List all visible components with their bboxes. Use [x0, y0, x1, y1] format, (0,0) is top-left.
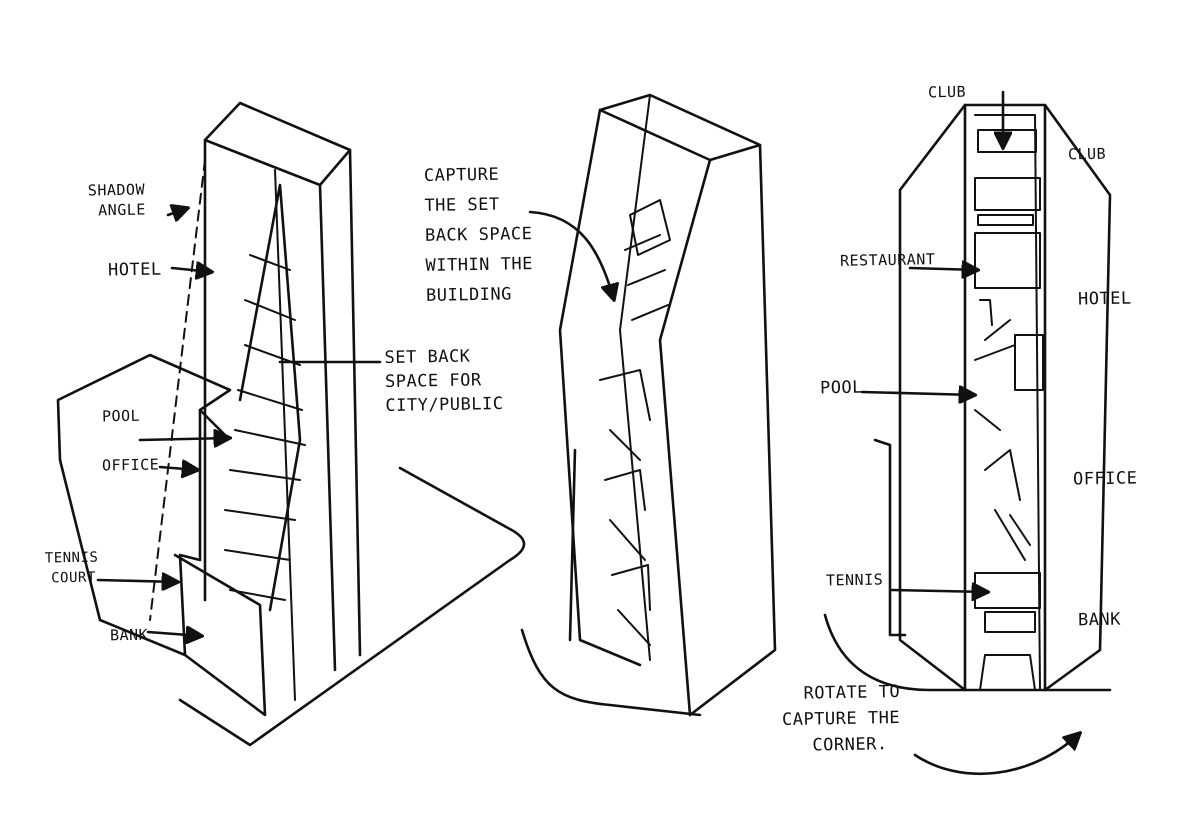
tower-1-front-edge	[318, 183, 337, 672]
label-tennis-court-line-2: COURT	[51, 569, 96, 587]
label-set-back-line-3: CITY/PUBLIC	[385, 393, 504, 417]
site-outline-2	[520, 628, 702, 717]
label-office-1: OFFICE	[101, 455, 160, 475]
label-bank-1: BANK	[109, 625, 149, 645]
tower-2-left-edge	[558, 108, 642, 667]
shadow-angle-line	[149, 159, 206, 621]
label-pool-3: POOL	[819, 377, 864, 399]
arrow-icon	[913, 733, 1080, 776]
label-restaurant: RESTAURANT	[839, 250, 936, 270]
hotel-box	[1014, 334, 1044, 391]
label-pool-1: POOL	[101, 406, 141, 426]
site-outline-1	[178, 466, 526, 747]
tower-2-right-edge	[688, 143, 777, 717]
label-capture-line-2: THE SET	[424, 194, 500, 216]
tower-1-top	[203, 101, 352, 187]
label-capture-line-3: BACK SPACE	[424, 224, 533, 246]
label-office-3: OFFICE	[1072, 468, 1138, 490]
label-set-back-line-2: SPACE FOR	[384, 370, 482, 393]
label-tennis-court: TENNIS COURT	[45, 548, 99, 589]
label-capture-line-4: WITHIN THE	[425, 254, 534, 276]
label-rotate: ROTATE TO CAPTURE THE CORNER.	[781, 679, 901, 759]
label-hotel-1: HOTEL	[107, 259, 162, 281]
label-capture: CAPTURE THE SET BACK SPACE WITHIN THE BU…	[424, 159, 534, 311]
label-rotate-line-2: CAPTURE THE	[781, 707, 901, 731]
label-rotate-line-1: ROTATE TO	[803, 681, 901, 704]
sketch-1-tower	[56, 101, 526, 747]
sketch-3-tower	[823, 90, 1112, 776]
tower-3-outline	[898, 103, 967, 692]
restaurant-box	[974, 232, 1041, 289]
sketch-2-tower	[520, 93, 777, 717]
bank-box	[984, 611, 1036, 633]
label-bank-3: BANK	[1077, 609, 1122, 631]
label-set-back: SET BACK SPACE FOR CITY/PUBLIC	[384, 344, 503, 418]
label-shadow-angle-line-2: ANGLE	[98, 200, 146, 220]
label-shadow-angle: SHADOW ANGLE	[88, 179, 146, 220]
label-tennis-court-line-1: TENNIS	[44, 549, 99, 567]
podium-block-1	[56, 353, 232, 657]
label-club-top: CLUB	[927, 82, 967, 102]
club-box	[977, 129, 1037, 153]
label-tennis-3: TENNIS	[825, 570, 884, 590]
label-rotate-line-3: CORNER.	[812, 734, 888, 756]
label-hotel-3: HOTEL	[1077, 288, 1132, 310]
label-capture-line-5: BUILDING	[425, 284, 513, 306]
tower-2-top	[598, 93, 762, 162]
setback-cut-1	[238, 183, 302, 612]
tower-1-right-edge	[348, 148, 362, 657]
site-outline-3	[823, 613, 1112, 692]
label-shadow-angle-line-1: SHADOW	[87, 180, 146, 200]
label-capture-line-1: CAPTURE	[423, 164, 500, 186]
label-set-back-line-1: SET BACK	[384, 346, 471, 369]
label-club-side: CLUB	[1067, 144, 1107, 164]
tower-2-front-edge	[658, 158, 712, 717]
tennis-box	[974, 572, 1041, 609]
